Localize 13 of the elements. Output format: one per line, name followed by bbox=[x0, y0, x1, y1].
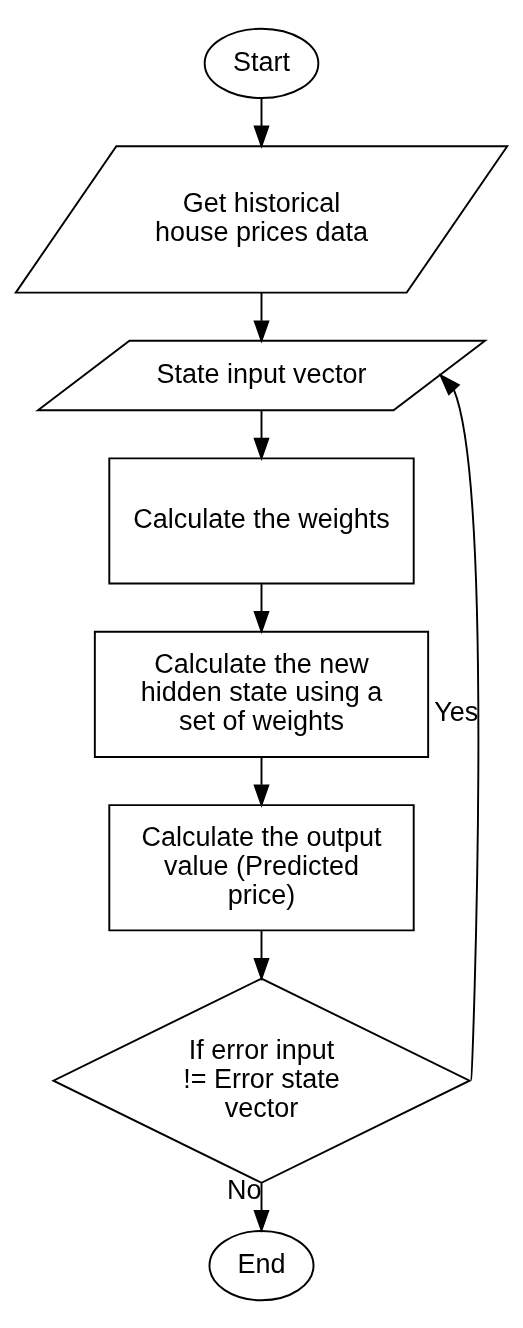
node-ellipse: End bbox=[208, 1229, 315, 1301]
arrow bbox=[253, 291, 270, 344]
arrow bbox=[253, 582, 270, 634]
arrow bbox=[253, 929, 270, 981]
arrow bbox=[438, 372, 480, 1082]
arrow bbox=[253, 408, 270, 461]
arrow bbox=[253, 1181, 270, 1233]
arrow bbox=[253, 96, 270, 149]
arrow bbox=[253, 756, 270, 808]
node-ellipse: Start bbox=[203, 27, 320, 99]
node-box: Calculate the output value (Predicted price) bbox=[108, 803, 415, 931]
node-box: Calculate the new hidden state using a set of weights bbox=[93, 630, 430, 758]
node-box: Calculate the weights bbox=[108, 456, 415, 585]
